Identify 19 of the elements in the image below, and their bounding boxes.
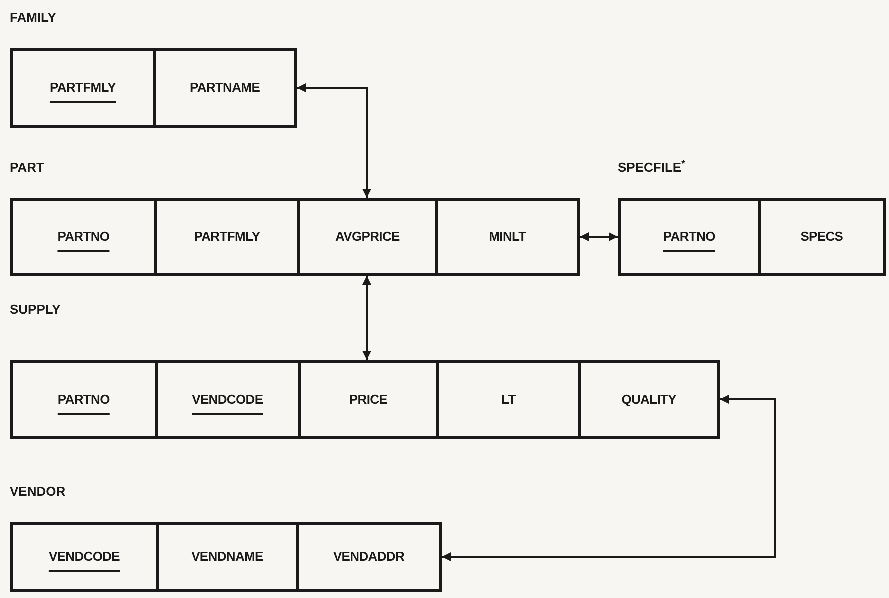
- relationship-arrow: [297, 84, 372, 198]
- attribute-name: PARTNAME: [190, 79, 260, 98]
- attribute-name: PRICE: [349, 390, 388, 409]
- table-name: SUPPLY: [10, 301, 61, 319]
- attribute-name: LT: [502, 390, 516, 409]
- relationship-arrow: [580, 232, 618, 242]
- relationship-arrow: [362, 276, 372, 360]
- table-name: VENDOR: [10, 483, 66, 501]
- attribute-name: SPECS: [800, 228, 844, 246]
- attribute-name: VENDNAME: [192, 548, 264, 566]
- attribute-name: MINLT: [489, 228, 526, 246]
- attribute-name: PARTFMLY: [194, 228, 260, 246]
- attribute-name: QUALITY: [622, 390, 676, 409]
- attribute-name: AVGPRICE: [336, 228, 400, 246]
- relationship-arrow: [442, 395, 776, 562]
- table-name: FAMILY: [10, 9, 56, 27]
- table-name: PART: [10, 159, 44, 177]
- table-name: SPECFILE$^{*}$: [618, 158, 686, 177]
- attribute-name: VENDADDR: [333, 548, 405, 566]
